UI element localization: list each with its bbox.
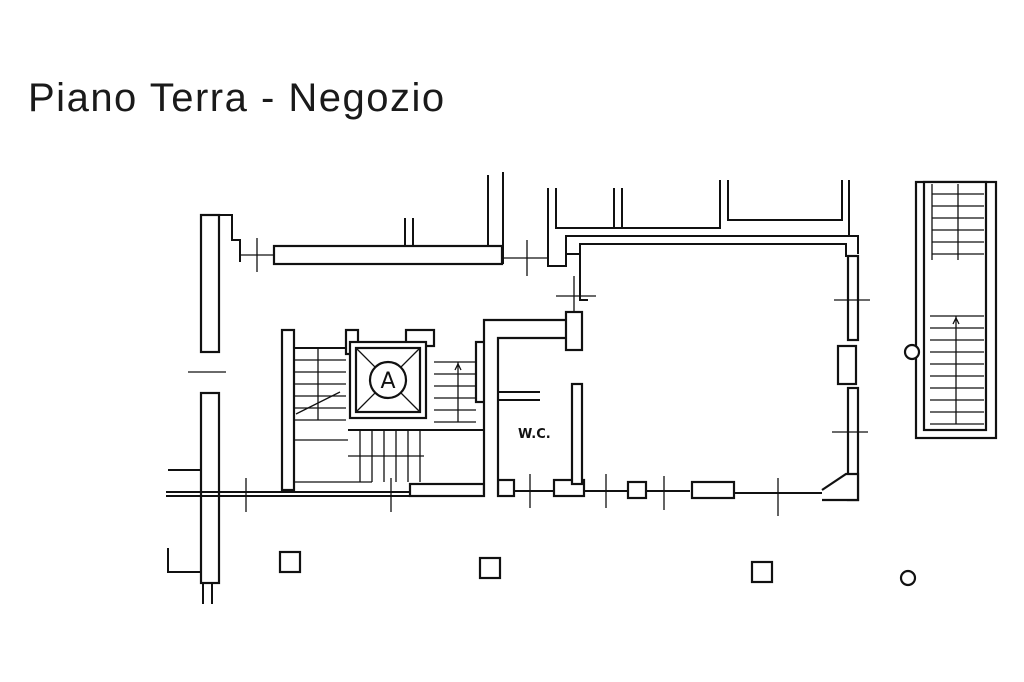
- stair-block-right: [903, 180, 998, 440]
- pillars: [278, 550, 917, 587]
- column-marker: [903, 343, 921, 361]
- shop-walls: [547, 180, 870, 502]
- plan-title: Piano Terra - Negozio: [28, 76, 446, 120]
- top-wall-left: [240, 172, 548, 276]
- wc-label: W.C.: [518, 427, 551, 442]
- wc-room: W.C.: [482, 310, 584, 494]
- elevator-symbol: [368, 360, 408, 400]
- left-corridor-walls: [167, 213, 241, 604]
- stair-block-left: [280, 328, 488, 492]
- front-wall: [166, 474, 822, 516]
- elevator: A: [348, 340, 428, 420]
- elevator-letter: A: [380, 369, 395, 394]
